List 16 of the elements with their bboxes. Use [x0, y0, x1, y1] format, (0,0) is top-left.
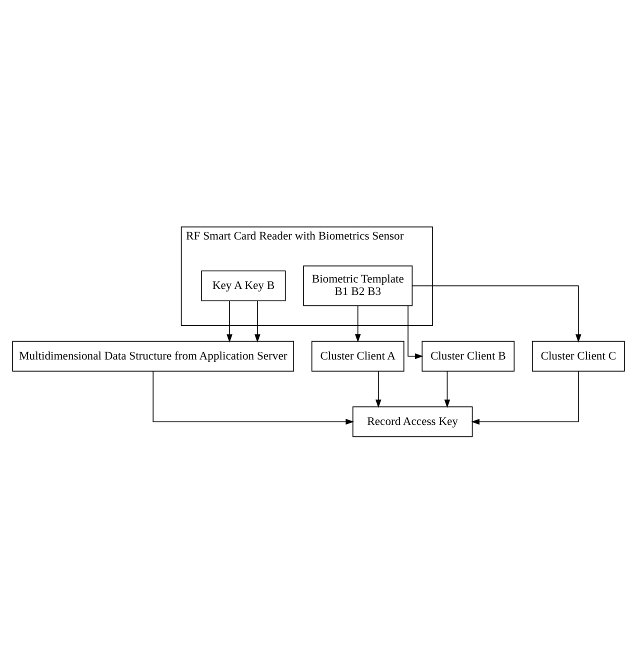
- node-box: Biometric Template B1 B2 B3: [303, 265, 413, 306]
- node-box: Cluster Client B: [422, 340, 515, 372]
- node-box: Multidimensional Data Structure from Application Server: [12, 340, 294, 372]
- arrow: [226, 300, 232, 342]
- arrow: [408, 304, 424, 359]
- arrow: [471, 370, 579, 424]
- arrow: [412, 284, 582, 342]
- node-box: Key A Key B: [201, 270, 286, 301]
- node-box: Record Access Key: [352, 406, 473, 437]
- arrow: [354, 304, 361, 342]
- arrow: [376, 370, 382, 408]
- node-box: Cluster Client A: [311, 340, 404, 372]
- arrow: [254, 300, 260, 342]
- node-box: Cluster Client C: [532, 340, 625, 372]
- arrow: [444, 370, 450, 408]
- arrow: [152, 370, 354, 424]
